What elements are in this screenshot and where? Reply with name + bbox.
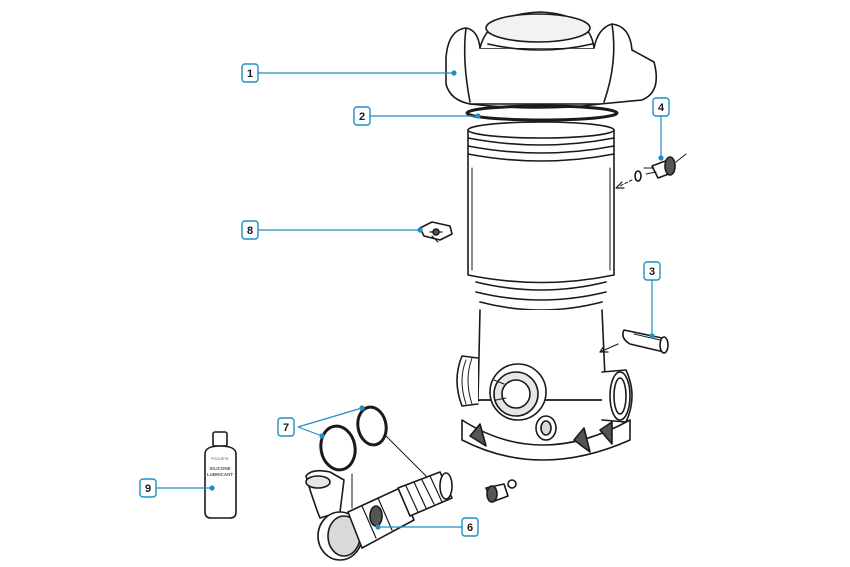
bottle-line2-text: LUBRICANT [207,472,233,477]
o-ring-seal [465,104,619,122]
bottom-plug [485,479,517,503]
callout-6: 6 [461,517,479,537]
chlorine-tablet-pusher [599,329,669,354]
canister-body [467,121,615,311]
bottle-line1-text: SILICONE [209,466,230,471]
lid [445,11,658,109]
callout-2-label: 2 [359,111,365,123]
callout-3-label: 3 [649,266,655,278]
locking-clip [419,221,453,243]
o-ring-small [319,424,357,472]
callout-4-label: 4 [658,102,665,114]
o-ring-large [356,405,388,447]
bottle-brand-text: POOLRITE [211,457,229,461]
callout-2: 2 [353,106,371,126]
callout-7-label: 7 [283,422,289,434]
callout-4: 4 [652,97,670,117]
callout-6-label: 6 [467,522,473,534]
callout-9: 9 [139,478,157,498]
valve-assembly [305,469,453,561]
callout-8-label: 8 [247,225,253,237]
callout-9-label: 9 [145,483,151,495]
callout-7: 7 [277,417,295,437]
callout-1: 1 [241,63,259,83]
drain-plug [615,153,687,189]
callout-1-label: 1 [247,68,253,80]
lubricant-bottle [204,431,237,519]
base-housing [456,309,633,461]
callout-3: 3 [643,261,661,281]
callout-8: 8 [241,220,259,240]
